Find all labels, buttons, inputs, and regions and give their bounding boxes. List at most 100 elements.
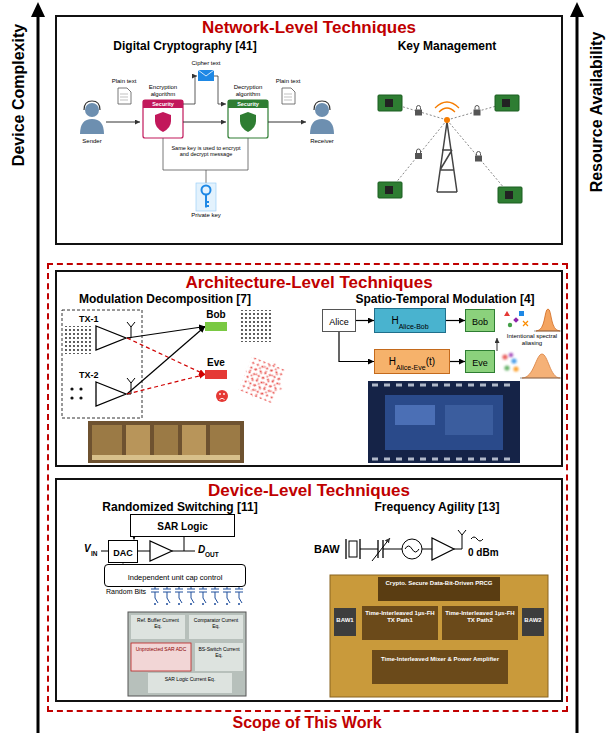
symmetric-crypto-illustration — [80, 70, 334, 211]
spatio-temporal-illustration — [520, 378, 561, 379]
chip-label: Comparator Current Eq. — [191, 618, 241, 630]
sar-adc-schematic — [131, 643, 191, 671]
symmetric-crypto-illustration — [198, 70, 214, 81]
block-header: Security — [237, 101, 259, 107]
key-management-illustration — [415, 106, 422, 116]
power-value: 0 dBm — [468, 547, 499, 559]
modulation-decomposition-illustration — [88, 421, 244, 463]
chip-label: BAW1 — [336, 617, 353, 624]
eavesdropper-bar: Eve — [205, 370, 227, 379]
oscillator-schematic — [345, 539, 346, 559]
key-management-illustration — [378, 95, 402, 111]
eavesdropper-name: Eve — [207, 357, 225, 369]
amplifier-outline — [95, 381, 127, 407]
symmetric-crypto-illustration — [282, 88, 295, 104]
amplifier-triangle: TX-2 — [95, 381, 127, 407]
symmetric-crypto-illustration — [163, 138, 248, 170]
signal-subscript: OUT — [205, 551, 219, 558]
technique-heading: Modulation Decomposition [7] — [79, 293, 251, 307]
spatio-temporal-illustration — [504, 365, 509, 370]
block-name: SAR Logic — [157, 521, 208, 532]
level-panel: Architecture-Level TechniquesModulation … — [55, 270, 563, 467]
technique-heading: Key Management — [398, 40, 497, 54]
chip-label: Time-Interleaved 1µs-FH TX Path2 — [445, 610, 515, 624]
block-name: DAC — [113, 548, 133, 558]
symmetric-crypto-illustration — [240, 112, 256, 132]
level-panel: Network-Level TechniquesDigital Cryptogr… — [55, 15, 563, 245]
icon-label: Cipher text — [191, 60, 220, 67]
chip-label: BS-Switch Current Eq. — [197, 647, 241, 659]
spatio-temporal-illustration — [519, 311, 524, 316]
receiver-name: Bob — [206, 309, 225, 321]
sar-adc-schematic — [189, 615, 243, 639]
key-management-illustration — [495, 95, 519, 111]
text-holder: DAC — [113, 542, 133, 560]
symmetric-crypto-illustration — [120, 94, 128, 100]
transmitter-box: Alice — [322, 309, 356, 332]
amplifier-outline — [96, 326, 126, 350]
panel-title: Device-Level Techniques — [208, 481, 410, 501]
modulation-decomposition-illustration — [70, 396, 73, 399]
spatio-temporal-illustration — [368, 381, 520, 463]
oscillator-schematic — [522, 608, 544, 636]
oscillator-schematic — [330, 575, 548, 697]
modulation-decomposition-illustration — [182, 425, 206, 459]
text-holder: Alice — [329, 311, 349, 329]
spatio-temporal-illustration — [536, 309, 560, 331]
spatio-temporal-illustration — [395, 405, 435, 425]
modulation-decomposition-illustration — [154, 425, 178, 459]
axis-arrow — [37, 14, 40, 733]
key-management-illustration — [474, 106, 481, 116]
flow-arrow — [356, 320, 374, 321]
spatio-temporal-illustration — [502, 354, 507, 359]
chip-label: Unprotected SAR ADC — [133, 647, 189, 653]
signal-name: Random Bits — [106, 588, 146, 596]
oscillator-schematic — [362, 606, 438, 640]
note-text: Same key is used to encrypt and decrypt … — [170, 145, 242, 158]
text-holder: HAlice-Bob — [391, 310, 428, 330]
spatio-temporal-illustration — [534, 331, 561, 332]
block-header: Security — [152, 101, 174, 107]
spatio-temporal-illustration — [509, 353, 513, 357]
transmitter-name: Alice — [329, 317, 349, 327]
modulation-decomposition-illustration — [220, 398, 225, 399]
symmetric-crypto-illustration — [214, 76, 226, 104]
panel-title: Network-Level Techniques — [202, 18, 416, 38]
spatio-temporal-illustration — [497, 338, 498, 351]
modulation-decomposition-illustration — [245, 361, 283, 398]
symmetric-crypto-illustration — [228, 100, 268, 108]
symmetric-crypto-illustration — [314, 101, 330, 110]
chip-label: Time-Interleaved 1µs-FH TX Path1 — [365, 610, 435, 624]
key-management-illustration — [378, 182, 402, 198]
spatio-temporal-illustration — [445, 405, 493, 435]
oscillator-schematic — [360, 549, 378, 550]
sar-adc-schematic — [148, 673, 232, 693]
oscillator-schematic — [471, 537, 483, 541]
oscillator-schematic — [330, 530, 548, 697]
transmitter-name: TX-2 — [79, 370, 99, 380]
modulation-decomposition-illustration — [219, 393, 221, 395]
flow-arrow — [446, 320, 465, 321]
key-management-illustration — [505, 191, 513, 199]
chip-label: BAW2 — [524, 617, 541, 624]
oscillator-schematic — [377, 540, 378, 558]
axis-label: Resource Availability — [588, 32, 606, 193]
key-management-illustration — [385, 186, 393, 194]
dac-block: DAC — [108, 540, 138, 563]
scope-caption: Scope of This Work — [232, 714, 381, 732]
chip-label: SAR Logic Current Eq. — [152, 677, 228, 683]
oscillator-schematic — [432, 538, 454, 560]
spatio-temporal-illustration — [372, 385, 510, 459]
channel-symbol: H — [389, 356, 396, 367]
oscillator-schematic — [334, 608, 356, 636]
modulation-decomposition-illustration — [239, 357, 286, 404]
modulation-decomposition-illustration — [70, 387, 73, 390]
axis-arrow — [31, 2, 584, 733]
oscillator-schematic — [372, 650, 508, 684]
icon-label: Plain text — [276, 78, 301, 85]
signal-subscript: IN — [91, 550, 98, 557]
spatio-temporal-illustration — [513, 366, 518, 371]
modulation-decomposition-illustration — [216, 390, 228, 402]
block-name: Independent unit cap control — [128, 573, 223, 582]
